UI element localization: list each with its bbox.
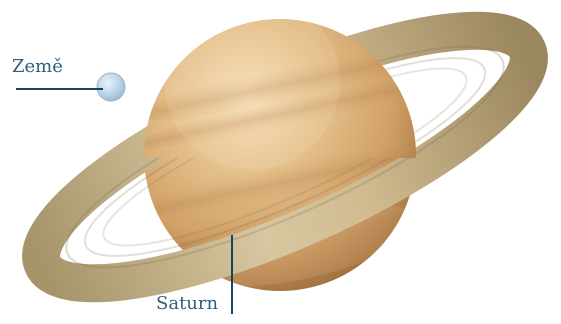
- earth-label: Země: [12, 58, 63, 76]
- earth-sphere: [97, 73, 125, 101]
- saturn-label: Saturn: [156, 295, 218, 313]
